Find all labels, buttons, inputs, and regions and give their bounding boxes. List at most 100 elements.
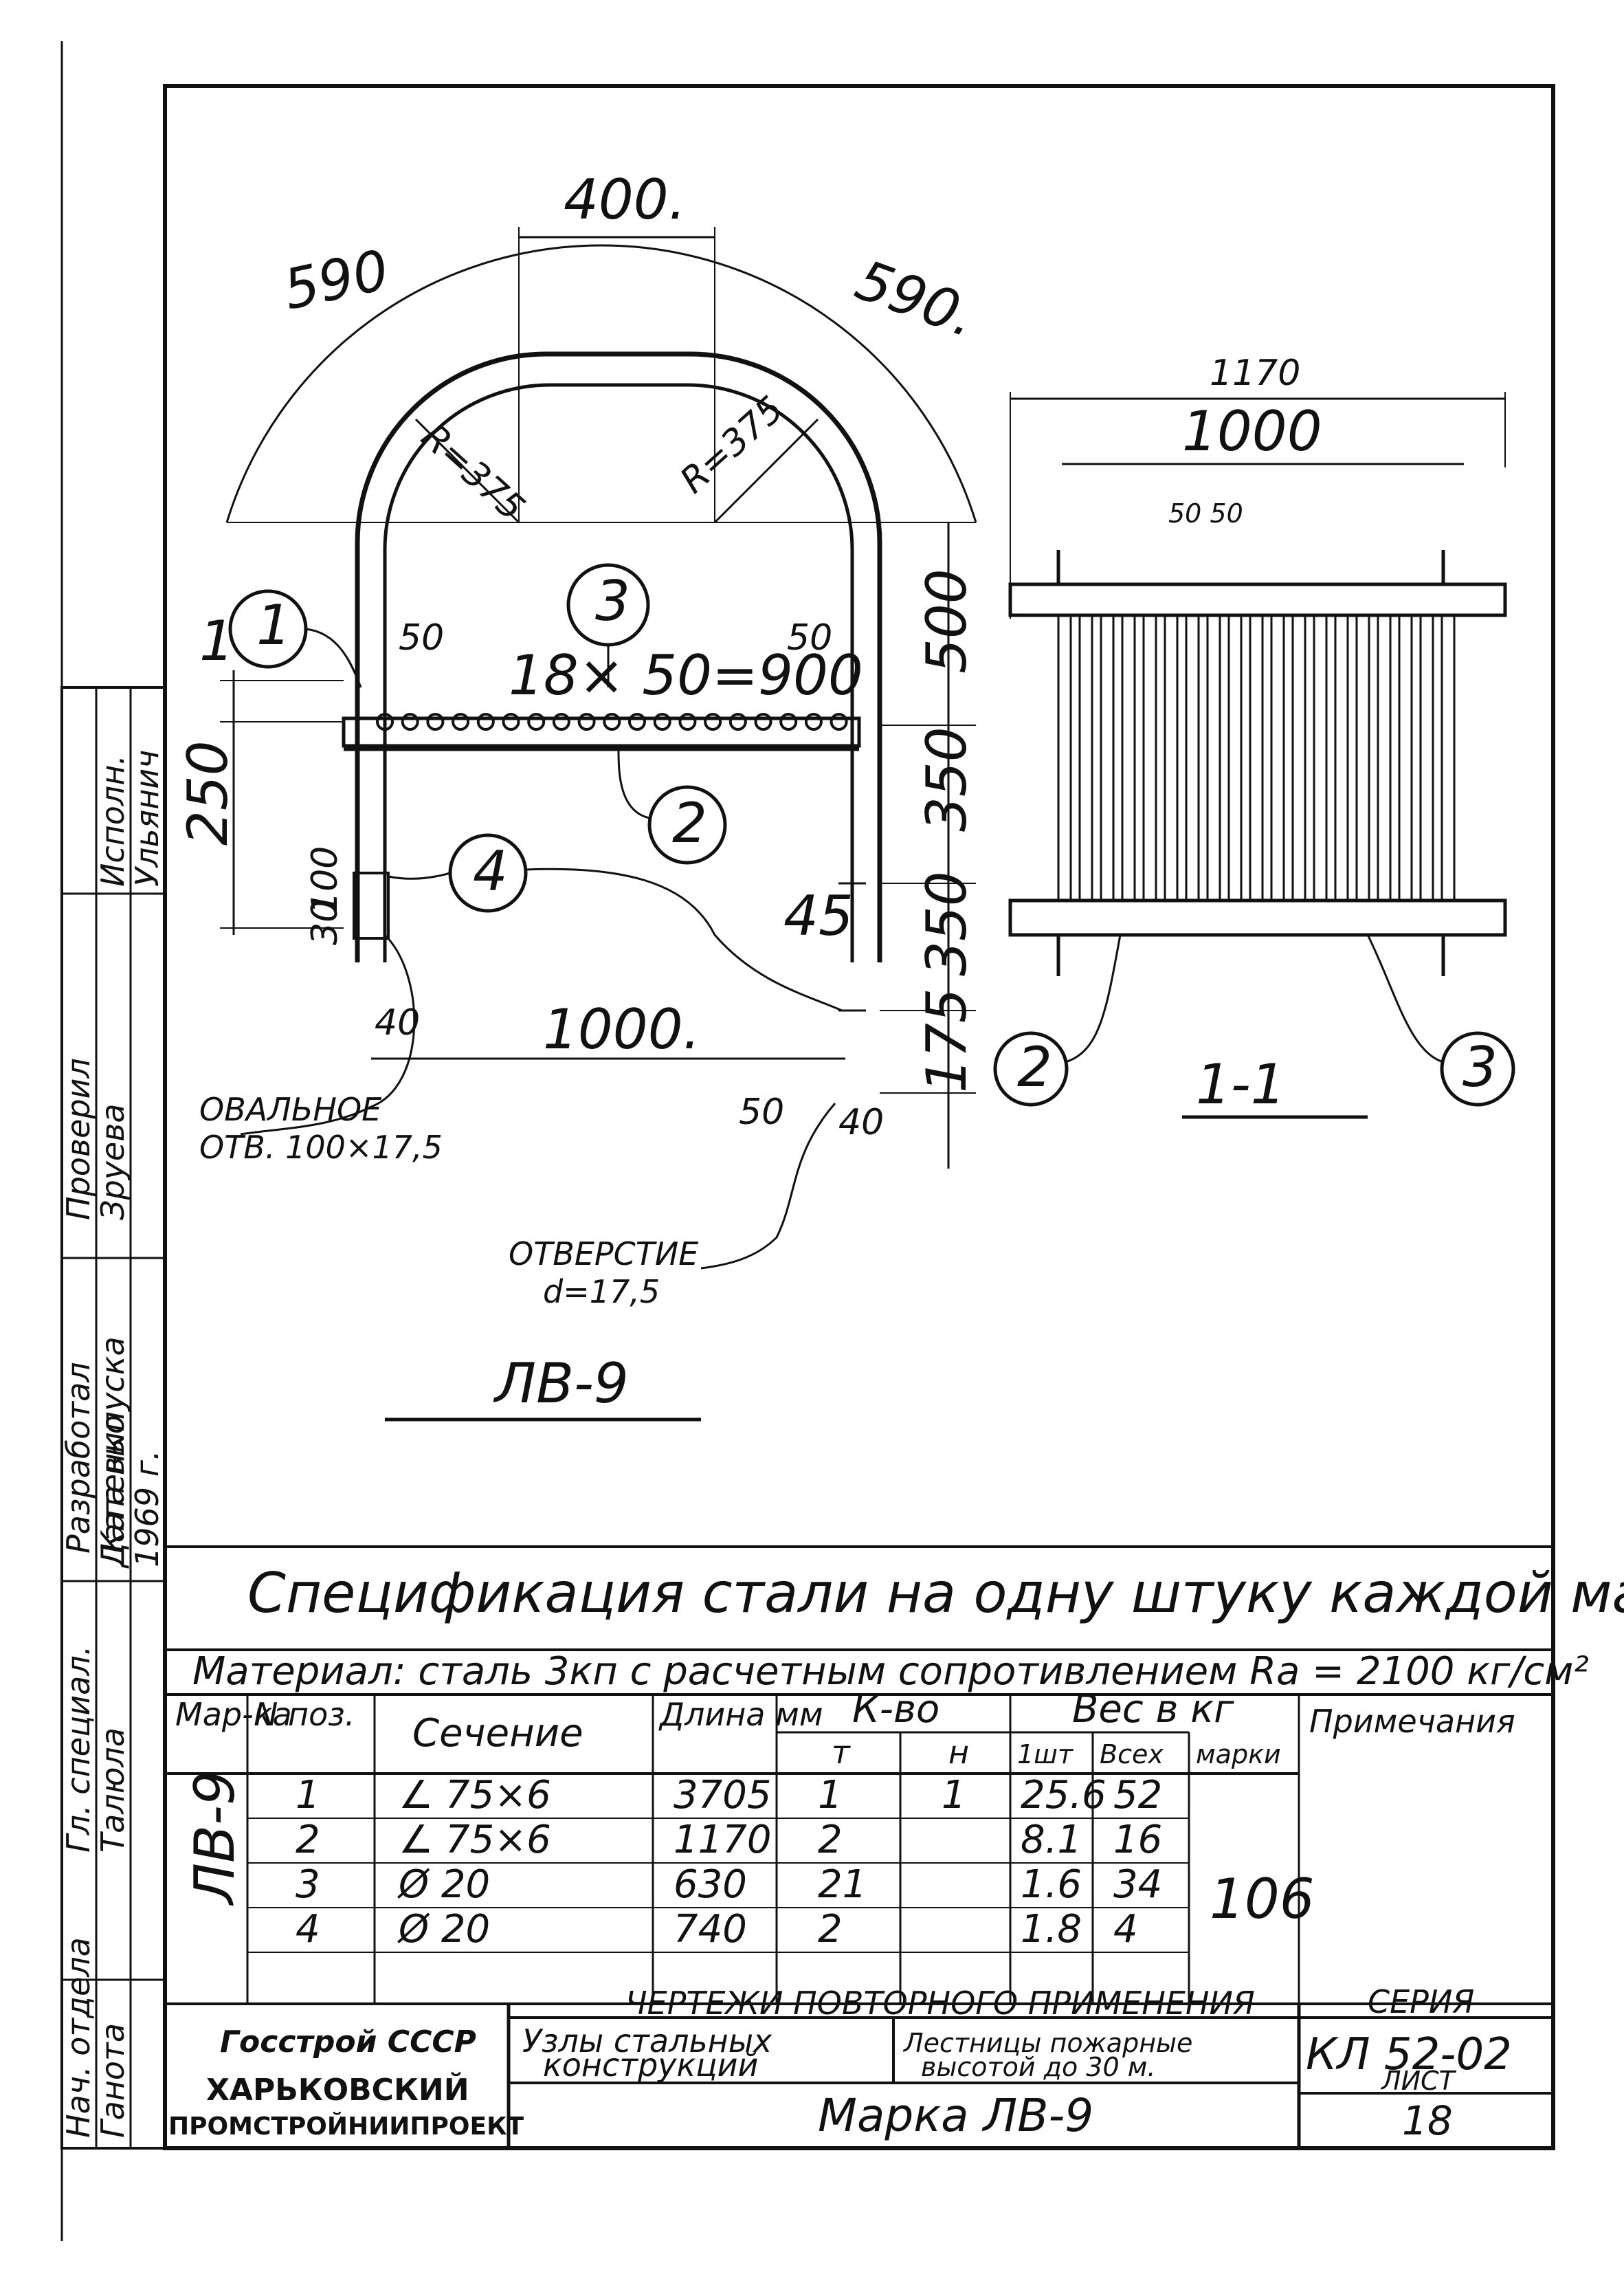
note-hole-2: d=17,5 xyxy=(543,1273,660,1310)
section-bar xyxy=(1227,614,1243,902)
side-stamp-frame xyxy=(60,686,166,2150)
dim-radius-right: R=375 xyxy=(673,388,792,501)
tb-sheet-label: ЛИСТ xyxy=(1380,2066,1457,2096)
dim-250: 250 xyxy=(176,740,240,846)
hdr-weight: Вес в кг xyxy=(1072,1687,1234,1732)
spec-cell-wall: 52 xyxy=(1113,1773,1162,1818)
callout-4-label: 4 xyxy=(473,839,508,903)
section-bar xyxy=(1078,614,1093,902)
side-stamp-text: 1969 г. xyxy=(129,1450,166,1567)
side-stamp-text: Катенко xyxy=(94,1415,131,1554)
rung-dot xyxy=(452,713,470,731)
side-stamp-text: Зруева xyxy=(94,1103,131,1220)
section-bar xyxy=(1313,614,1328,902)
leader-2 xyxy=(617,749,650,819)
section-bar xyxy=(1206,614,1221,902)
section-view xyxy=(993,392,1515,1119)
dim-350b: 350 xyxy=(915,871,979,976)
spec-heading: Спецификация стали на одну штуку каждой … xyxy=(247,1561,1624,1625)
hdr-weight-mark: марки xyxy=(1196,1739,1281,1769)
radius-left-line xyxy=(414,418,520,524)
side-stamp-text: Ульянич xyxy=(129,750,166,887)
section-bar xyxy=(1142,614,1157,902)
side-stamp-text: Проверил xyxy=(60,1058,97,1220)
front-view xyxy=(220,227,977,1422)
spec-material: Материал: сталь 3кп с расчетным сопротив… xyxy=(192,1649,1589,1694)
spec-mark-total: 106 xyxy=(1210,1867,1315,1931)
spec-cell-section: ∠ 75×6 xyxy=(399,1773,551,1818)
rung-dot xyxy=(603,713,621,731)
rung-dot xyxy=(552,713,570,731)
tb-mark-caption: Марка ЛВ-9 xyxy=(818,2089,1093,2142)
callout-circle-3 xyxy=(566,563,650,647)
tb-org-2: ХАРЬКОВСКИЙ xyxy=(206,2071,469,2108)
section-bars xyxy=(1057,614,1456,902)
rung-dot xyxy=(653,713,671,731)
rung-dot xyxy=(704,713,722,731)
dim-rung-spacing: 18× 50=900 xyxy=(509,643,863,707)
section-leader-2 xyxy=(1065,934,1122,1063)
dim-pitch: 50 50 xyxy=(1168,498,1243,529)
rung-dot xyxy=(577,713,596,731)
spec-cell-length: 740 xyxy=(674,1907,747,1952)
rung-dot xyxy=(804,713,823,731)
section-bar xyxy=(1377,614,1392,902)
section-callout-3-label: 3 xyxy=(1462,1035,1498,1099)
tb-subject-1: Узлы стальных xyxy=(522,2022,772,2060)
rung-dot xyxy=(527,713,546,731)
rung-dot xyxy=(678,713,697,731)
dim-175: 175 xyxy=(915,988,979,1093)
rung-dot xyxy=(476,713,495,731)
spec-cell-n: 1 xyxy=(942,1773,966,1818)
dim-40-left: 40 xyxy=(375,1002,420,1044)
hdr-count-n: н xyxy=(948,1734,969,1771)
tb-object-2: высотой до 30 м. xyxy=(921,2052,1155,2082)
spec-cell-wall: 4 xyxy=(1113,1907,1138,1952)
spec-cell-pos: 2 xyxy=(296,1818,320,1862)
section-bar xyxy=(1441,614,1456,902)
leader-4a xyxy=(388,872,451,880)
side-stamp-text: Талюла xyxy=(94,1727,131,1853)
rung-strip xyxy=(342,716,861,748)
hdr-pos: N поз. xyxy=(254,1696,355,1733)
hdr-count: К-во xyxy=(852,1687,939,1732)
hdr-notes: Примечания xyxy=(1309,1703,1515,1740)
spec-cell-pos: 3 xyxy=(296,1862,320,1907)
section-bar xyxy=(1291,614,1306,902)
side-stamp-text: Гл. специал. xyxy=(60,1646,97,1853)
spec-cell-length: 1170 xyxy=(674,1818,772,1862)
dim-edge-right: 50 xyxy=(787,617,832,659)
section-bar xyxy=(1398,614,1413,902)
radius-right-line xyxy=(713,418,819,524)
spec-cell-length: 3705 xyxy=(674,1773,772,1818)
callout-3-label: 3 xyxy=(595,569,630,633)
section-top-rail xyxy=(1008,582,1507,617)
dim-1170: 1170 xyxy=(1210,353,1300,394)
side-stamp-text: Ганота xyxy=(94,2023,131,2138)
tb-subject-2: конструкций xyxy=(543,2046,758,2084)
side-stamp-text: Дата выпуска xyxy=(94,1336,131,1569)
spec-cell-t: 2 xyxy=(818,1907,843,1952)
tb-object-1: Лестницы пожарные xyxy=(902,2028,1192,2058)
spec-cell-wall: 16 xyxy=(1113,1818,1162,1862)
section-bar xyxy=(1057,614,1072,902)
section-bar xyxy=(1185,614,1200,902)
spec-cell-section: Ø 20 xyxy=(397,1862,490,1907)
rung-dot xyxy=(754,713,772,731)
rung-dot xyxy=(728,713,747,731)
spec-table xyxy=(165,1545,1553,2005)
rung-dot xyxy=(830,713,848,731)
tb-sheet: 18 xyxy=(1402,2097,1453,2144)
section-bar xyxy=(1334,614,1349,902)
section-callout-circle-3 xyxy=(1440,1031,1515,1107)
dim-gap-top: 1 xyxy=(199,609,234,673)
rung-dot xyxy=(502,713,520,731)
tb-org-1: Госстрой СССР xyxy=(220,2024,476,2060)
side-stamp-text: Разработал xyxy=(60,1362,97,1554)
side-stamp xyxy=(60,686,166,2150)
spec-cell-w1: 1.6 xyxy=(1021,1862,1082,1907)
dim-50-bottom: 50 xyxy=(739,1092,784,1133)
